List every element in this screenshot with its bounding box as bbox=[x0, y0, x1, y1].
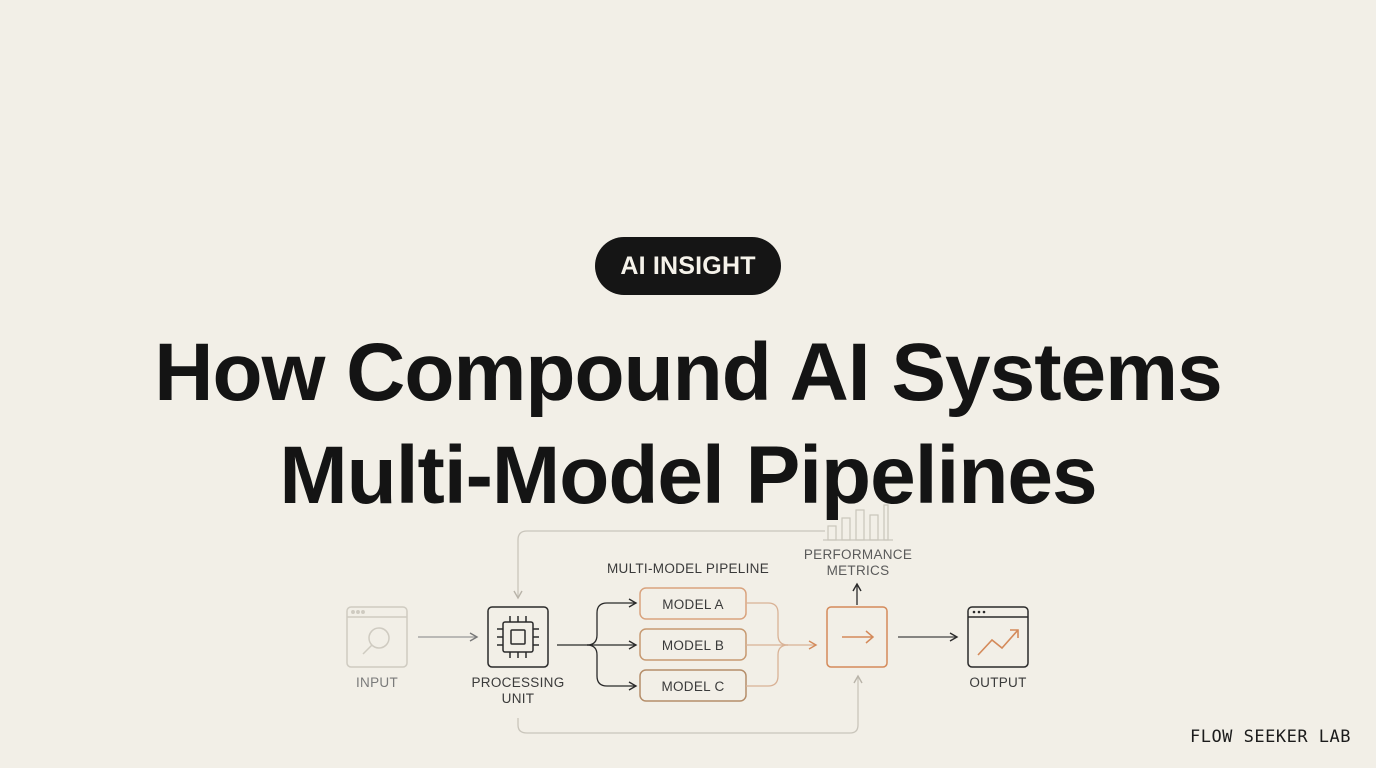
cpu-chip-icon bbox=[487, 606, 549, 668]
feedback-loop-top bbox=[513, 530, 825, 600]
model-box-c: MODEL C bbox=[639, 669, 747, 702]
feedback-loop-bottom bbox=[517, 674, 863, 734]
output-label: OUTPUT bbox=[969, 675, 1026, 690]
page-title-line-1: How Compound AI Systems bbox=[154, 327, 1222, 418]
metrics-label-line-2: METRICS bbox=[827, 563, 890, 578]
branch-connectors bbox=[557, 598, 638, 691]
input-label: INPUT bbox=[356, 675, 398, 690]
model-a-label: MODEL A bbox=[662, 597, 724, 612]
processing-label-line-2: UNIT bbox=[502, 691, 535, 706]
trend-chart-window-icon bbox=[967, 606, 1029, 668]
bar-chart-icon bbox=[823, 504, 893, 541]
page-title-line-2: Multi-Model Pipelines bbox=[279, 430, 1097, 521]
search-window-icon bbox=[346, 606, 408, 668]
model-box-a: MODEL A bbox=[639, 587, 747, 620]
processing-label-line-1: PROCESSING bbox=[471, 675, 564, 690]
model-c-label: MODEL C bbox=[661, 679, 724, 694]
category-badge: AI INSIGHT bbox=[595, 237, 781, 295]
merge-connectors bbox=[746, 602, 818, 687]
metrics-label-line-1: PERFORMANCE bbox=[804, 547, 912, 562]
model-box-b: MODEL B bbox=[639, 628, 747, 661]
pipeline-label: MULTI-MODEL PIPELINE bbox=[607, 561, 769, 576]
arrow-right-icon bbox=[826, 606, 888, 668]
model-b-label: MODEL B bbox=[662, 638, 724, 653]
brand-footer: FLOW SEEKER LAB bbox=[1189, 727, 1351, 747]
